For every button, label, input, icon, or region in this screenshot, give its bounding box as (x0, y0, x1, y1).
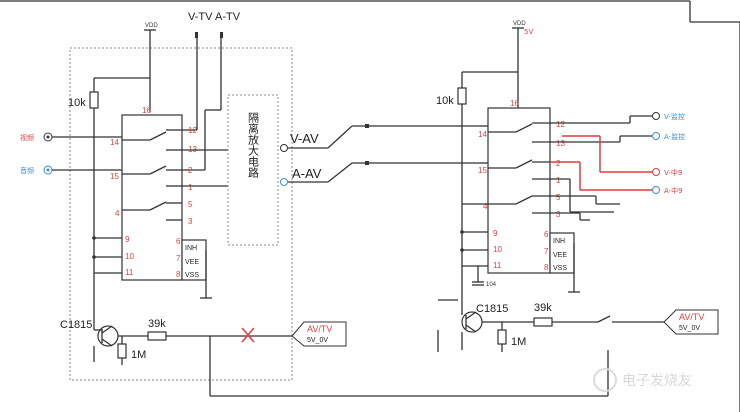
right-ic-pin-9: 9 (493, 229, 498, 238)
right-ic-pin-12: 12 (556, 120, 565, 129)
a-av-label: A-AV (292, 166, 322, 181)
right-ic-pin-6: 6 (544, 230, 549, 239)
left-ic-pin-12: 12 (188, 126, 197, 135)
left-ic-pin-2: 2 (188, 166, 193, 175)
r39k-right-label: 39k (534, 302, 552, 314)
right-ic-vss: VSS (553, 265, 567, 272)
a-out9-jack (652, 186, 660, 194)
avtv-left-line2: 5V_0V (307, 337, 328, 344)
left-ic-pin-4: 4 (115, 209, 120, 218)
left-ic-inh: INH (185, 245, 197, 252)
r1m-right-label: 1M (511, 336, 526, 348)
right-ic-pin-2: 2 (556, 159, 561, 168)
watermark-logo (593, 368, 617, 392)
left-ic-pin-3: 3 (188, 217, 193, 226)
vdd-left-label: VDD (145, 23, 158, 29)
left-ic-vss: VSS (185, 272, 199, 279)
isolation-amp-label: 隔离放大电路 (247, 112, 260, 179)
a-tv-label: A-TV (215, 11, 241, 23)
left-ic-pin-14: 14 (110, 138, 119, 147)
left-ic-pin-9: 9 (125, 235, 130, 244)
r10k-right-label: 10k (436, 95, 454, 107)
avtv-right-line1: AV/TV (679, 312, 704, 322)
right-ic-inh: INH (553, 238, 565, 245)
r39k-left-label: 39k (148, 318, 166, 330)
right-ic-pin-8: 8 (544, 263, 549, 272)
right-ic-pin-13: 13 (556, 139, 565, 148)
avtv-right-tag (663, 309, 719, 335)
a-monitor-jack (652, 132, 660, 140)
left-ic-pin-16: 16 (142, 106, 151, 115)
right-ic-pin-1: 1 (556, 176, 561, 185)
right-ic-pin-5: 5 (556, 193, 561, 202)
left-switch-ic (121, 114, 183, 281)
v5-right-label: 5V (524, 28, 533, 36)
r10k-left-label: 10k (68, 97, 86, 109)
right-ic-pin-7: 7 (544, 247, 549, 256)
watermark-text: 电子发烧友 (622, 373, 692, 389)
isolation-amp-box (227, 94, 279, 246)
right-switch-ic (487, 107, 551, 274)
right-ic-pin-11: 11 (493, 261, 502, 270)
cap-value-label: 104 (486, 282, 497, 288)
video-in-label: 视频 (20, 133, 34, 142)
right-ic-pin-16: 16 (510, 99, 519, 108)
right-ic-pin-15: 15 (478, 166, 487, 175)
module-boundary (69, 47, 293, 381)
avtv-left-line1: AV/TV (307, 324, 332, 334)
v-out9-jack (652, 168, 660, 176)
v-tv-label: V-TV (188, 11, 213, 23)
r1m-left-label: 1M (131, 349, 146, 361)
left-ic-pin-11: 11 (125, 268, 134, 277)
left-ic-pin-5: 5 (188, 200, 193, 209)
right-ic-pin-14: 14 (478, 130, 487, 139)
avtv-right-line2: 5V_0V (679, 325, 700, 332)
v-av-label: V-AV (290, 131, 319, 146)
left-ic-pin-15: 15 (110, 172, 119, 181)
a-out9-label: A-中9 (664, 186, 683, 195)
c1815-right-label: C1815 (476, 303, 508, 315)
left-ic-vee: VEE (185, 259, 199, 266)
left-ic-pin-6: 6 (176, 237, 181, 246)
a-monitor-label: A-监控 (664, 132, 685, 141)
left-ic-pin-7: 7 (176, 254, 181, 263)
left-ic-pin-8: 8 (176, 270, 181, 279)
v-out9-label: V-中9 (664, 168, 682, 177)
left-ic-pin-10: 10 (125, 252, 134, 261)
right-ic-vee: VEE (553, 252, 567, 259)
right-ic-pin-10: 10 (493, 245, 502, 254)
left-ic-pin-1: 1 (188, 183, 193, 192)
right-ic-pin-4: 4 (483, 202, 488, 211)
v-monitor-label: V-监控 (664, 112, 685, 121)
audio-in-label: 音频 (20, 166, 34, 175)
c1815-left-label: C1815 (60, 319, 92, 331)
v-monitor-jack (652, 112, 660, 120)
avtv-left-tag (291, 321, 347, 347)
right-ic-pin-3: 3 (556, 210, 561, 219)
vdd-right-label: VDD (513, 21, 526, 27)
